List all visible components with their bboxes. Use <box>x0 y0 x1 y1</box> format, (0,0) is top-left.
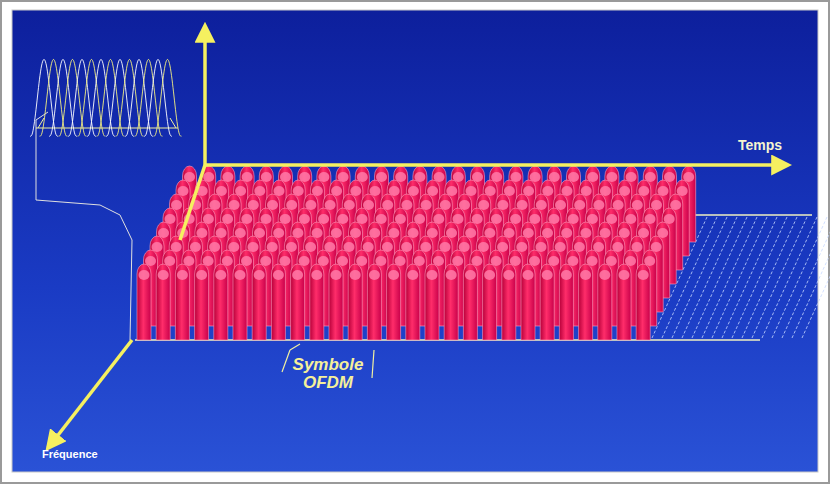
subcarrier-cylinder <box>156 264 170 340</box>
subcarrier-curve <box>154 59 182 136</box>
cylinder-top <box>561 270 572 280</box>
subcarrier-cylinder <box>252 264 266 340</box>
subcarrier-cylinder <box>636 264 650 340</box>
cylinder-top <box>254 270 265 280</box>
frequency-axis <box>48 340 132 448</box>
subcarrier-cylinder <box>329 264 343 340</box>
time-axis <box>205 163 788 167</box>
axis-label: Fréquence <box>42 449 98 461</box>
blue-ground <box>12 10 818 472</box>
axis-label: Temps <box>738 138 782 153</box>
frequency-axis <box>180 165 205 240</box>
cylinder-top <box>446 270 457 280</box>
subcarrier-cylinder <box>444 264 458 340</box>
subcarrier-cylinder <box>310 264 324 340</box>
cylinder-top <box>235 270 246 280</box>
cylinder-top <box>369 270 380 280</box>
subcarrier-cylinder <box>559 264 573 340</box>
cylinder-top <box>427 270 438 280</box>
subcarrier-cylinder <box>502 264 516 340</box>
subcarrier-cylinder <box>233 264 247 340</box>
subcarrier-cylinder <box>483 264 497 340</box>
callout-label: Symbole OFDM <box>282 356 374 392</box>
cylinder-top <box>407 270 418 280</box>
hatch-line <box>762 217 817 338</box>
subcarrier-cylinder <box>540 264 554 340</box>
subcarrier-cylinder <box>271 264 285 340</box>
hatch-line <box>782 217 830 338</box>
spectrum-inset <box>30 59 182 340</box>
subcarrier-cylinder <box>387 264 401 340</box>
subcarrier-cylinder <box>214 264 228 340</box>
subcarrier-cylinder <box>598 264 612 340</box>
inset-tick <box>38 118 176 128</box>
hatch-line <box>732 217 787 338</box>
cylinder-top <box>350 270 361 280</box>
cylinder-top <box>215 270 226 280</box>
cylinder-top <box>388 270 399 280</box>
subcarrier-cylinder <box>291 264 305 340</box>
subcarrier-cylinder <box>425 264 439 340</box>
cylinder-top <box>542 270 553 280</box>
vertical-axis <box>203 26 207 165</box>
cylinder-top <box>311 270 322 280</box>
cylinder-top <box>638 270 649 280</box>
hatch-line <box>792 217 830 338</box>
cylinder-top <box>177 270 188 280</box>
cylinder-top <box>523 270 534 280</box>
cylinder-top <box>331 270 342 280</box>
cylinder-top <box>580 270 591 280</box>
cylinder-top <box>196 270 207 280</box>
subcarrier-cylinder <box>175 264 189 340</box>
subcarrier-cylinder <box>367 264 381 340</box>
subcarrier-cylinder <box>579 264 593 340</box>
cylinder-top <box>292 270 303 280</box>
subcarrier-cylinder <box>406 264 420 340</box>
cylinder-grid <box>137 166 696 340</box>
cylinder-top <box>484 270 495 280</box>
cylinder-top <box>619 270 630 280</box>
hatch-line <box>802 217 830 338</box>
hatch-line <box>692 217 747 338</box>
subcarrier-cylinder <box>521 264 535 340</box>
subcarrier-cylinder <box>195 264 209 340</box>
cylinder-top <box>465 270 476 280</box>
cylinder-top <box>158 270 169 280</box>
hatch-line <box>722 217 777 338</box>
hatch-line <box>772 217 827 338</box>
hatch-line <box>752 217 807 338</box>
cylinder-top <box>599 270 610 280</box>
subcarrier-cylinder <box>137 264 151 340</box>
axes <box>48 26 788 448</box>
hatch-line <box>742 217 797 338</box>
inset-leader <box>36 112 132 340</box>
cylinder-top <box>503 270 514 280</box>
cylinder-top <box>273 270 284 280</box>
subcarrier-cylinder <box>617 264 631 340</box>
cylinder-top <box>139 270 150 280</box>
hatch-line <box>702 217 757 338</box>
subcarrier-cylinder <box>348 264 362 340</box>
subcarrier-cylinder <box>463 264 477 340</box>
hatch-line <box>712 217 767 338</box>
